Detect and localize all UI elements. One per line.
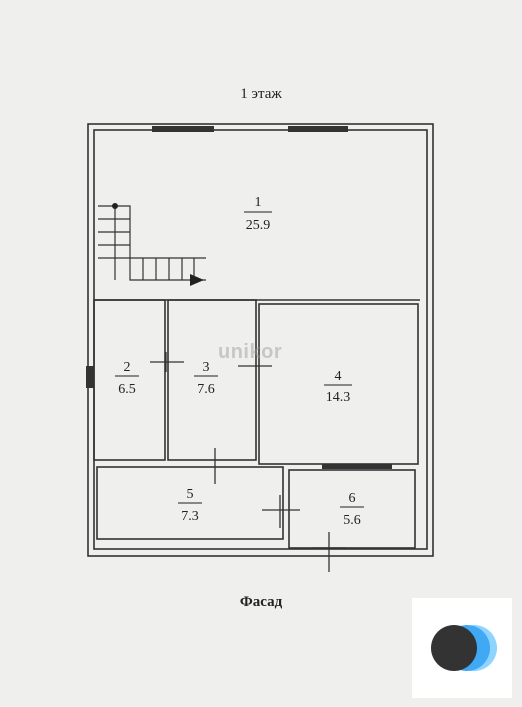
room-4-number: 4 (335, 369, 342, 384)
logo-badge (412, 598, 512, 698)
stair-start-dot (112, 203, 118, 209)
room-3-number: 3 (203, 360, 210, 375)
room-4-wall (258, 303, 419, 465)
room-2-number: 2 (124, 360, 131, 375)
facade-label: Фасад (239, 594, 283, 610)
room-3: 3 7.6 (194, 360, 218, 397)
room-6: 6 5.6 (340, 491, 364, 528)
floor-title: 1 этаж (240, 86, 282, 102)
outer-wall-outer (87, 123, 434, 557)
room-6-wall (288, 469, 416, 549)
room-2: 2 6.5 (115, 360, 139, 397)
window (152, 126, 214, 132)
room-6-area: 5.6 (343, 513, 361, 528)
staircase (98, 205, 206, 281)
room-3-area: 7.6 (197, 382, 215, 397)
room-5-wall (96, 466, 284, 540)
room-1-number: 1 (255, 195, 262, 210)
watermark: unikor (218, 341, 283, 363)
room-3-wall (167, 299, 257, 461)
windows (86, 126, 392, 469)
outer-wall-inner (93, 129, 428, 550)
room-1-area: 25.9 (246, 218, 271, 233)
room-5-number: 5 (187, 487, 194, 502)
window (86, 366, 94, 388)
room-4-area: 14.3 (326, 390, 351, 405)
room-6-number: 6 (349, 491, 356, 506)
window (288, 126, 348, 132)
room-5-area: 7.3 (181, 509, 199, 524)
room-4: 4 14.3 (324, 369, 352, 405)
room-2-area: 6.5 (118, 382, 136, 397)
room-5: 5 7.3 (178, 487, 202, 524)
arrow-right-icon (190, 274, 204, 286)
room-1: 1 25.9 (244, 195, 272, 233)
room-2-wall (93, 299, 166, 461)
window (322, 464, 392, 469)
door-marks (150, 352, 346, 572)
overlapping-circles-logo (431, 625, 497, 671)
